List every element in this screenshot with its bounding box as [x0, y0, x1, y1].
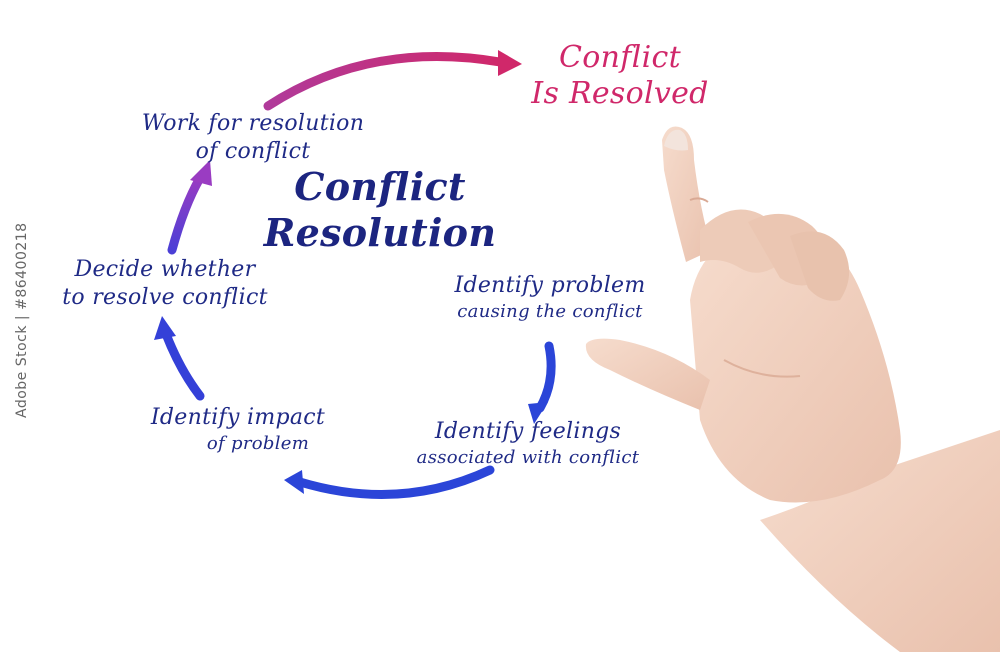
step-2-sub: associated with conflict — [416, 447, 640, 468]
goal-line2: Is Resolved — [531, 76, 709, 111]
step-3-main: Identify impact — [150, 405, 326, 430]
center-title: Conflict Resolution — [250, 164, 510, 256]
goal-line1: Conflict — [559, 40, 681, 75]
arrow-work-to-resolved — [263, 50, 522, 111]
step-identify-impact: Identify impact of problem — [118, 404, 358, 456]
pointing-hand-illustration — [585, 126, 1000, 652]
arrow-impact-to-decide — [154, 316, 205, 401]
step-identify-feelings: Identify feelings associated with confli… — [388, 418, 668, 470]
goal-label: Conflict Is Resolved — [500, 40, 740, 112]
step-3-sub: of problem — [206, 433, 310, 454]
center-title-line2: Resolution — [263, 210, 497, 255]
step-4-sub: to resolve conflict — [62, 285, 268, 310]
stock-id-label: Adobe Stock | #86400218 — [14, 222, 30, 418]
step-1-main: Identify problem — [454, 273, 646, 298]
arrow-feelings-to-impact — [284, 465, 495, 499]
center-title-line1: Conflict — [294, 164, 466, 209]
step-4-main: Decide whether — [74, 257, 256, 282]
step-5-main: Work for resolution — [141, 111, 365, 136]
step-identify-problem: Identify problem causing the conflict — [420, 272, 680, 324]
arrow-decide-to-work — [167, 160, 212, 255]
arrow-problem-to-feelings — [528, 341, 556, 424]
step-1-sub: causing the conflict — [457, 301, 643, 322]
step-decide-whether: Decide whether to resolve conflict — [30, 256, 300, 312]
step-2-main: Identify feelings — [434, 419, 622, 444]
step-5-sub: of conflict — [195, 139, 311, 164]
step-work-for-resolution: Work for resolution of conflict — [108, 110, 398, 166]
